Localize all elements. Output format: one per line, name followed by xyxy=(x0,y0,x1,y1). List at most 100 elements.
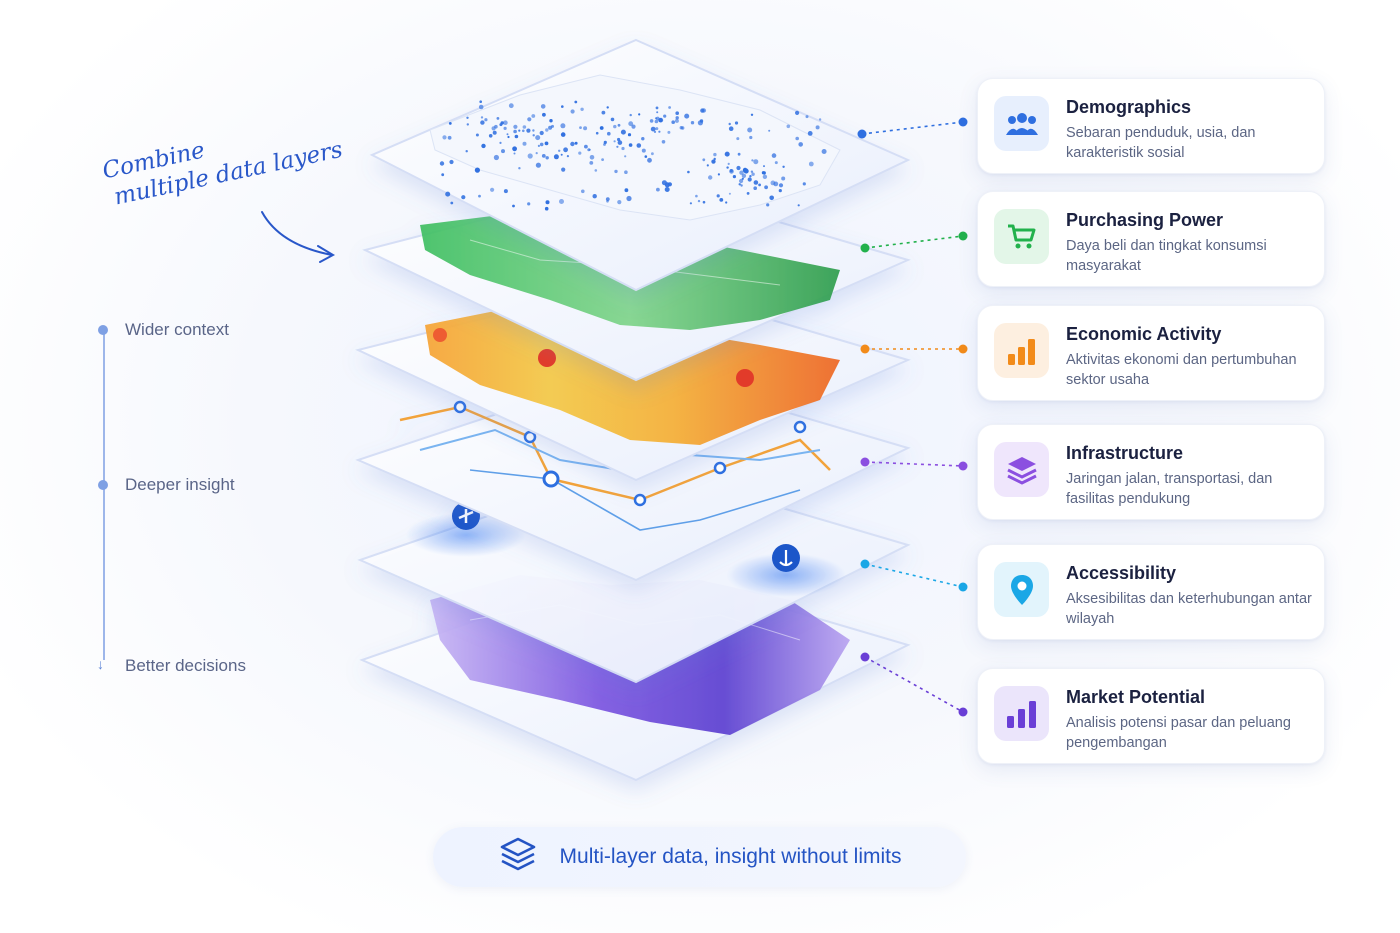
population-dot xyxy=(661,140,666,144)
population-dot xyxy=(447,135,452,140)
card-infrastructure: Infrastructure Jaringan jalan, transport… xyxy=(977,424,1325,520)
population-dot xyxy=(450,201,454,205)
population-dot xyxy=(579,126,582,129)
population-dot xyxy=(603,140,607,144)
timeline-dot xyxy=(98,325,108,335)
population-dot xyxy=(518,167,521,170)
population-dot xyxy=(728,192,731,195)
population-dot xyxy=(513,124,518,129)
population-dot xyxy=(545,156,549,160)
population-dot xyxy=(481,143,486,149)
population-dot xyxy=(610,117,615,122)
population-dot xyxy=(474,167,480,173)
population-dot xyxy=(667,182,673,187)
population-dot xyxy=(518,129,521,132)
card-title: Demographics xyxy=(1066,97,1192,117)
population-dot xyxy=(732,175,737,179)
population-dot xyxy=(713,157,716,161)
stack-icon xyxy=(498,836,538,879)
population-dot xyxy=(749,175,752,178)
population-dot xyxy=(668,106,671,109)
timeline-dot xyxy=(98,480,108,490)
population-dot xyxy=(697,199,701,203)
population-dot xyxy=(706,164,709,167)
population-dot xyxy=(675,111,679,115)
population-dot xyxy=(544,141,549,146)
shopping-cart-icon xyxy=(994,209,1049,264)
population-dot xyxy=(725,201,728,204)
population-dot xyxy=(636,143,642,148)
population-dot xyxy=(541,154,546,158)
population-dot xyxy=(751,172,755,176)
population-dot xyxy=(664,187,670,192)
population-dot xyxy=(778,183,784,188)
connector-infrastructure xyxy=(860,457,968,471)
population-dot xyxy=(617,140,623,145)
population-dot xyxy=(563,147,568,153)
population-dot xyxy=(503,126,507,130)
card-title: Accessibility xyxy=(1066,563,1177,583)
population-dot xyxy=(821,149,827,154)
card-title: Infrastructure xyxy=(1066,443,1184,463)
connector-accessibility xyxy=(860,559,968,592)
population-dot xyxy=(465,150,468,153)
population-dot xyxy=(671,120,675,124)
population-dot xyxy=(522,125,527,129)
population-dot xyxy=(702,200,706,204)
layers-icon xyxy=(994,442,1049,497)
population-dot xyxy=(584,144,588,149)
population-dot xyxy=(570,109,575,114)
population-dot xyxy=(701,108,707,113)
population-dot xyxy=(751,159,754,162)
population-dot xyxy=(797,204,800,207)
population-dot xyxy=(535,135,541,141)
population-dot xyxy=(514,134,519,139)
tagline-text: Multi-layer data, insight without limits xyxy=(559,845,902,868)
population-dot xyxy=(480,116,484,119)
population-dot xyxy=(631,124,636,129)
population-dot xyxy=(507,135,510,139)
population-dot xyxy=(589,161,594,165)
population-dot xyxy=(445,191,451,197)
population-dot xyxy=(561,167,566,172)
population-dot xyxy=(818,118,822,121)
population-dot xyxy=(713,152,717,157)
population-dot xyxy=(675,116,679,120)
card-accessibility: Accessibility Aksesibilitas dan keterhub… xyxy=(977,544,1325,640)
population-dot xyxy=(724,151,730,157)
population-dot xyxy=(734,121,739,125)
population-dot xyxy=(729,169,734,174)
population-dot xyxy=(461,195,466,200)
population-dot xyxy=(484,118,488,122)
population-dot xyxy=(761,171,766,175)
population-dot xyxy=(561,105,564,108)
population-dot xyxy=(566,155,570,158)
population-dot xyxy=(512,204,515,208)
population-dot xyxy=(527,202,531,206)
port-pin-icon xyxy=(772,544,800,572)
population-dot xyxy=(606,200,609,203)
population-dot xyxy=(626,195,632,202)
population-dot xyxy=(781,176,786,181)
population-dot xyxy=(506,133,509,136)
population-dot xyxy=(522,129,525,133)
population-dot xyxy=(570,141,575,147)
timeline-label: Wider context xyxy=(125,320,229,339)
population-dot xyxy=(439,161,445,166)
population-dot xyxy=(527,153,533,159)
population-dot xyxy=(595,131,599,135)
population-dot xyxy=(442,135,447,140)
population-dot xyxy=(769,195,774,201)
population-dot xyxy=(805,115,809,119)
population-dot xyxy=(490,187,495,192)
population-dot xyxy=(798,142,803,147)
population-dot xyxy=(739,170,744,175)
population-dot xyxy=(627,133,632,137)
connector-demographics xyxy=(857,117,968,139)
population-dot xyxy=(480,120,485,125)
population-dot xyxy=(560,132,566,137)
population-dot xyxy=(719,198,724,202)
population-dot xyxy=(492,130,497,135)
card-title: Market Potential xyxy=(1066,687,1206,707)
population-dot xyxy=(549,119,553,123)
